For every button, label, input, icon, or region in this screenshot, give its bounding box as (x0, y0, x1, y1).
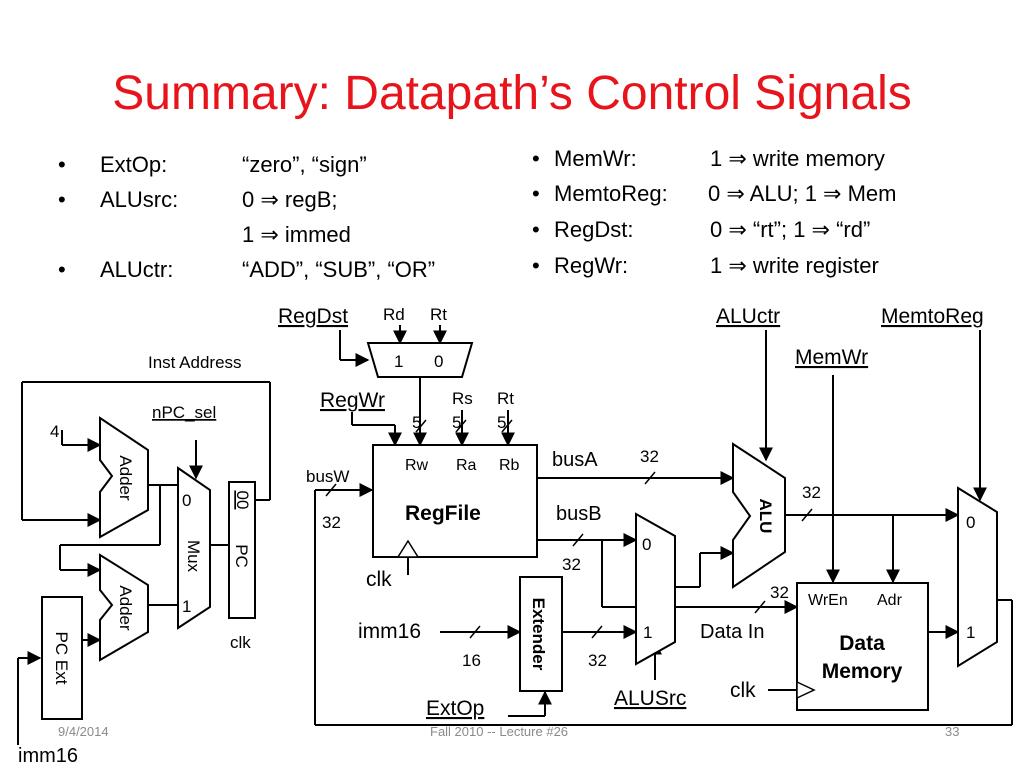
bullet-value: 1 ⇒ write register (710, 253, 879, 278)
inst-address-label: Inst Address (148, 353, 242, 372)
rt-label-top: Rt (430, 305, 447, 324)
imm16-pc-label: imm16 (18, 745, 78, 767)
adder-bottom-label: Adder (116, 585, 135, 631)
width-data-in: 32 (770, 583, 789, 602)
data-memory-label-1: Data (839, 632, 885, 655)
regfile-clk-edge (396, 539, 420, 558)
alusrc-mux-in1: 1 (643, 623, 652, 642)
regfile-label: RegFile (405, 502, 481, 525)
width-imm16: 16 (462, 651, 481, 670)
rw-port: Rw (405, 457, 429, 474)
width-rt: 5 (497, 413, 506, 432)
regdst-mux (366, 342, 474, 378)
pc-mux-in1: 1 (182, 597, 191, 616)
bullet-name: ExtOp: (100, 152, 168, 177)
bullet-value: 0 ⇒ regB; (242, 187, 338, 212)
busb-label: busB (556, 503, 602, 525)
bullet-value: 1 ⇒ write memory (710, 146, 885, 171)
bullet-dot: • (532, 217, 540, 242)
pc-mux-in0: 0 (182, 491, 191, 510)
adder-top (99, 416, 149, 539)
rs-label: Rs (452, 389, 473, 408)
bullet-dot: • (532, 253, 540, 278)
footer-date: 9/4/2014 (58, 724, 109, 739)
rt-label: Rt (497, 389, 514, 408)
wren-port: WrEn (808, 592, 848, 609)
npc-sel-label: nPC_sel (152, 403, 216, 422)
memtoreg-label: MemtoReg (881, 305, 984, 328)
bullet-name: MemtoReg: (554, 181, 668, 206)
memory-clk-label: clk (730, 679, 756, 702)
memwr-label: MemWr (795, 346, 868, 369)
bullet-value: 0 ⇒ “rt”; 1 ⇒ “rd” (710, 217, 871, 242)
alusrc-mux (635, 512, 676, 666)
extender-label: Extender (529, 598, 548, 671)
bullet-value: “zero”, “sign” (242, 152, 367, 177)
memtoreg-mux (957, 486, 998, 668)
pc-bits-label: 00 (233, 491, 252, 510)
bullet-name: MemWr: (554, 146, 637, 171)
constant-four: 4 (50, 422, 59, 441)
regdst-mux-in0: 0 (434, 352, 443, 371)
memtoreg-mux-in1: 1 (966, 623, 975, 642)
regwr-label: RegWr (320, 389, 385, 412)
regfile-clk-label: clk (366, 568, 392, 591)
pc-ext-label: PC Ext (52, 632, 71, 685)
busw-label: busW (306, 467, 349, 486)
regfile-box (372, 444, 538, 558)
adder-top-label: Adder (116, 455, 135, 501)
imm16-label: imm16 (358, 620, 421, 643)
bullet-name: ALUctr: (100, 257, 174, 282)
data-memory-label-2: Memory (822, 660, 903, 683)
busa-label: busA (552, 449, 598, 471)
memtoreg-mux-in0: 0 (966, 513, 975, 532)
width-busa: 32 (640, 447, 659, 466)
alu-label: ALU (756, 499, 775, 534)
width-rs: 5 (452, 413, 461, 432)
bullet-value: 1 ⇒ immed (242, 222, 351, 247)
alu-unit (732, 442, 786, 589)
width-busw: 32 (322, 513, 341, 532)
alusrc-mux-in0: 0 (642, 535, 651, 554)
pc-ext-box (41, 596, 83, 720)
width-ext: 32 (588, 651, 607, 670)
pc-clk-label: clk (230, 633, 251, 652)
bullet-value: “ADD”, “SUB”, “OR” (242, 257, 436, 282)
extender-box (519, 576, 563, 692)
width-alu-out: 32 (802, 483, 821, 502)
memory-clk-edge (796, 680, 816, 700)
bullet-name: RegWr: (554, 253, 629, 278)
bullet-name: ALUsrc: (100, 187, 179, 212)
pc-mux (177, 466, 211, 630)
width-rw: 5 (412, 413, 421, 432)
rd-label: Rd (383, 305, 405, 324)
slide-title: Summary: Datapath’s Control Signals (112, 67, 912, 120)
alusrc-label: ALUSrc (614, 687, 686, 710)
bullet-name: RegDst: (554, 217, 634, 242)
bullet-dot: • (58, 187, 66, 212)
pc-register (228, 481, 256, 619)
footer-page: 33 (945, 724, 960, 739)
data-memory-box (796, 582, 929, 711)
aluctr-label: ALUctr (716, 305, 780, 328)
bullet-dot: • (58, 152, 66, 177)
extop-label: ExtOp (426, 697, 484, 720)
ra-port: Ra (456, 457, 477, 474)
pc-label: PC (232, 544, 251, 568)
bullet-value: 0 ⇒ ALU; 1 ⇒ Mem (708, 181, 897, 206)
regdst-mux-in1: 1 (394, 352, 403, 371)
rb-port: Rb (499, 457, 520, 474)
regdst-label: RegDst (278, 305, 348, 328)
adr-port: Adr (877, 592, 903, 609)
width-busb: 32 (562, 555, 581, 574)
footer-course: Fall 2010 -- Lecture #26 (430, 724, 569, 739)
pc-mux-label: Mux (184, 540, 203, 573)
bullet-dot: • (532, 146, 540, 171)
data-in-label: Data In (700, 621, 764, 643)
bullet-dot: • (532, 181, 540, 206)
adder-bottom (99, 553, 149, 662)
bullet-dot: • (58, 257, 66, 282)
